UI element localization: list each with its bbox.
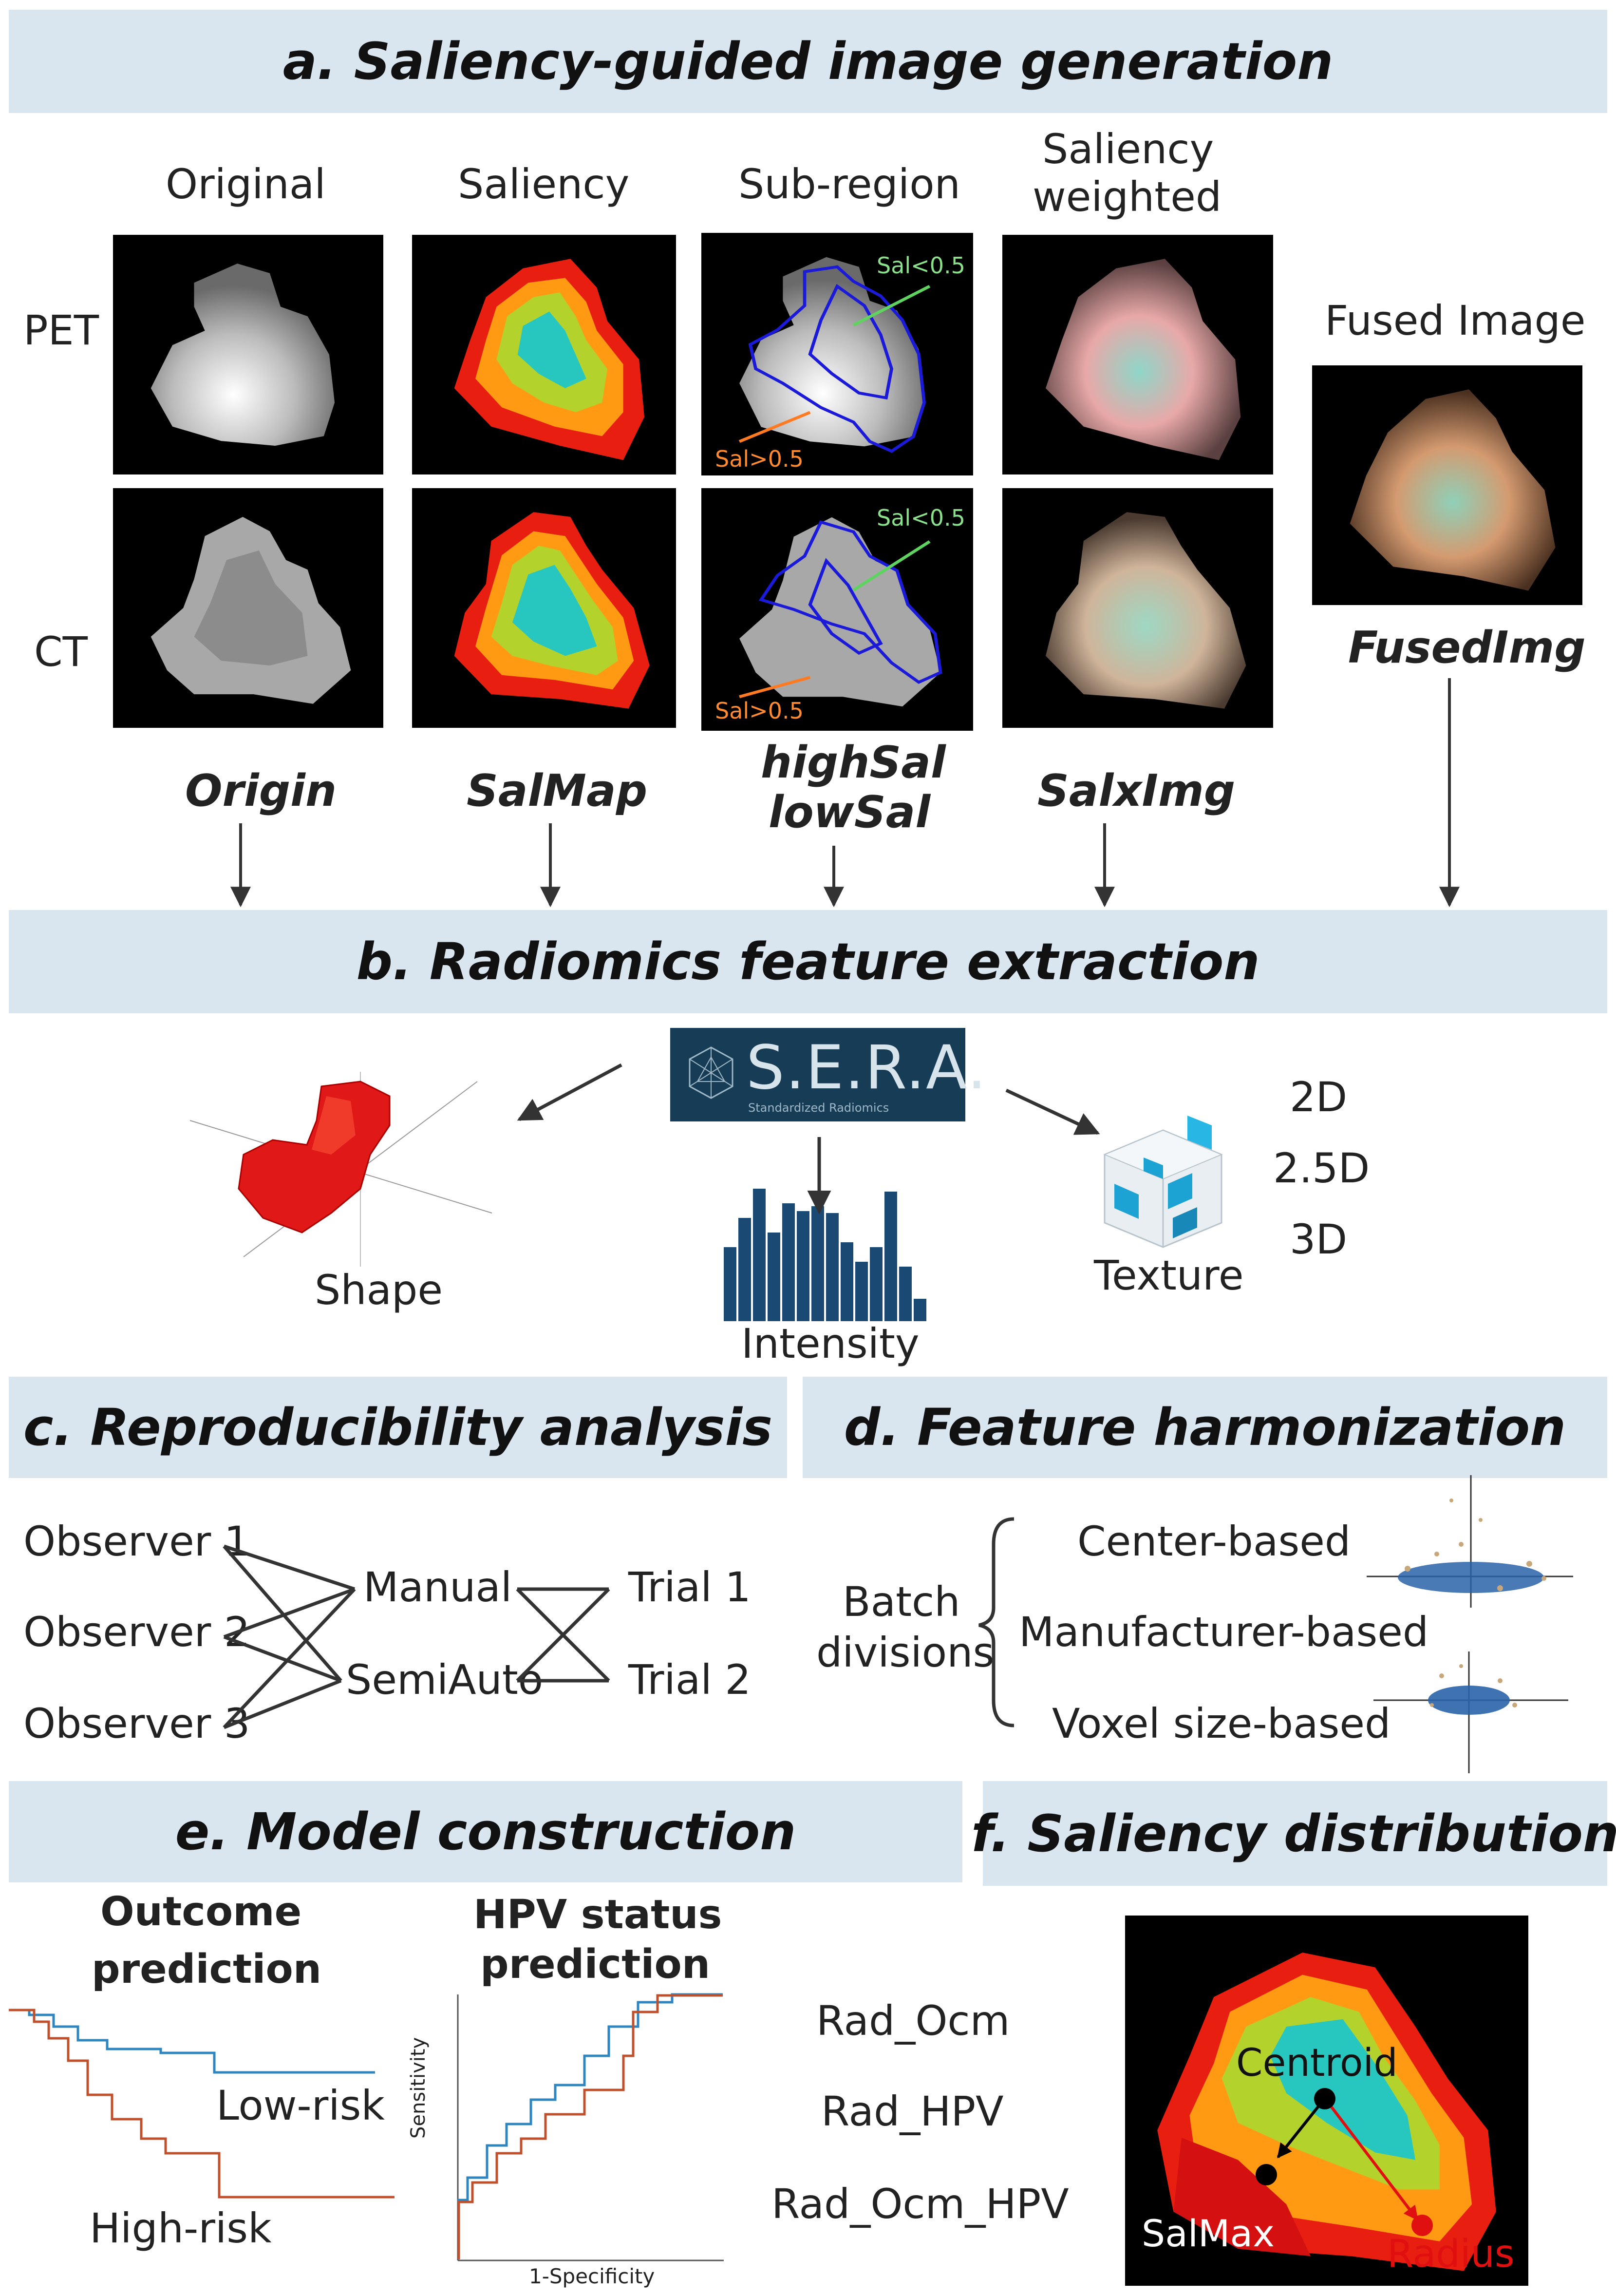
col-original: Original bbox=[166, 160, 326, 208]
pet-weighted-tile bbox=[1002, 235, 1273, 474]
panel-f-title: f. Saliency distribution bbox=[971, 1803, 1616, 1863]
pet-sal-low: Sal<0.5 bbox=[877, 252, 965, 279]
panel-a-title: a. Saliency-guided image generation bbox=[282, 32, 1334, 91]
ct-original-tile bbox=[113, 488, 383, 728]
col-saliency: Saliency bbox=[458, 160, 630, 208]
arrows-sera-outputs bbox=[517, 1063, 1100, 1214]
reproducibility-connectors bbox=[223, 1544, 610, 1729]
observer-3: Observer 3 bbox=[23, 1700, 250, 1747]
panel-d-header: d. Feature harmonization bbox=[803, 1377, 1607, 1478]
panel-b-header: b. Radiomics feature extraction bbox=[9, 910, 1607, 1013]
outcome-title-1: Outcome bbox=[100, 1889, 302, 1935]
sera-logo: S.E.R.A. Standardized Radiomics bbox=[670, 1028, 986, 1121]
output-fusedimg: FusedImg bbox=[1348, 622, 1586, 673]
pet-subregion-tile bbox=[701, 233, 973, 475]
model-rad-hpv: Rad_HPV bbox=[821, 2087, 1004, 2135]
division-voxel: Voxel size-based bbox=[1052, 1700, 1391, 1747]
output-salximg: SalxImg bbox=[1037, 765, 1236, 816]
pet-original-tile bbox=[113, 235, 383, 474]
ct-saliency-tile bbox=[412, 488, 676, 728]
row-ct: CT bbox=[34, 628, 88, 676]
panel-c-header: c. Reproducibility analysis bbox=[9, 1377, 787, 1478]
texture-cube-icon bbox=[1095, 1111, 1231, 1252]
trial-2: Trial 2 bbox=[628, 1656, 751, 1704]
panel-a-header: a. Saliency-guided image generation bbox=[9, 10, 1607, 113]
sera-logo-title: S.E.R.A. bbox=[746, 1033, 988, 1103]
division-manufacturer: Manufacturer-based bbox=[1019, 1608, 1429, 1656]
division-center: Center-based bbox=[1077, 1518, 1351, 1565]
panel-b-title: b. Radiomics feature extraction bbox=[356, 932, 1260, 991]
intensity-histogram bbox=[724, 1169, 928, 1321]
model-rad-ocm-hpv: Rad_Ocm_HPV bbox=[771, 2180, 1069, 2228]
batch-label-2: divisions bbox=[816, 1629, 995, 1676]
panel-e-title: e. Model construction bbox=[175, 1802, 796, 1861]
col-subregion: Sub-region bbox=[738, 160, 960, 208]
intensity-label: Intensity bbox=[741, 1320, 920, 1367]
output-salmap: SalMap bbox=[467, 765, 648, 816]
fused-image-tile bbox=[1312, 365, 1582, 605]
panel-f-header: f. Saliency distribution bbox=[971, 1781, 1616, 1886]
high-risk-label: High-risk bbox=[90, 2204, 272, 2252]
dim-2-5d: 2.5D bbox=[1273, 1144, 1370, 1192]
low-risk-label: Low-risk bbox=[216, 2082, 385, 2129]
salmax-label: SalMax bbox=[1142, 2212, 1275, 2255]
fused-image-title: Fused Image bbox=[1325, 297, 1586, 344]
panel-c-title: c. Reproducibility analysis bbox=[23, 1398, 773, 1457]
panel-d-title: d. Feature harmonization bbox=[844, 1398, 1566, 1457]
output-highsal: highSal bbox=[761, 737, 946, 788]
dim-2d: 2D bbox=[1290, 1073, 1348, 1121]
ct-sal-low: Sal<0.5 bbox=[877, 505, 965, 531]
harmonization-scatter-2 bbox=[1373, 1651, 1568, 1773]
output-lowsal: lowSal bbox=[769, 787, 931, 838]
mode-manual: Manual bbox=[363, 1563, 512, 1611]
row-pet: PET bbox=[23, 306, 99, 354]
shape-label: Shape bbox=[315, 1266, 443, 1314]
saliency-markers bbox=[1256, 2088, 1433, 2236]
texture-label: Texture bbox=[1094, 1252, 1244, 1299]
pet-sal-high: Sal>0.5 bbox=[715, 446, 804, 472]
roc-plot bbox=[457, 1993, 724, 2261]
batch-label-1: Batch bbox=[843, 1578, 960, 1626]
hpv-title-2: prediction bbox=[480, 1941, 711, 1988]
output-origin: Origin bbox=[185, 765, 337, 816]
dim-3d: 3D bbox=[1290, 1215, 1348, 1263]
pet-saliency-tile bbox=[412, 235, 676, 474]
panel-e-header: e. Model construction bbox=[9, 1781, 962, 1882]
trial-1: Trial 1 bbox=[628, 1563, 751, 1611]
hpv-title-1: HPV status bbox=[473, 1892, 722, 1938]
radius-label: Radius bbox=[1387, 2232, 1515, 2276]
arrows-to-extraction bbox=[230, 678, 1460, 908]
sera-logo-icon bbox=[689, 1046, 733, 1099]
harmonization-scatter-1 bbox=[1367, 1475, 1573, 1608]
batch-brace bbox=[978, 1517, 1015, 1727]
sera-logo-subtitle: Standardized Radiomics bbox=[748, 1101, 889, 1115]
mode-semiauto: SemiAuto bbox=[346, 1656, 544, 1704]
centroid-label: Centroid bbox=[1236, 2041, 1398, 2085]
observer-2: Observer 2 bbox=[23, 1608, 250, 1656]
km-curves bbox=[9, 2009, 395, 2199]
col-saliency-weighted-1: Saliency bbox=[1042, 125, 1214, 173]
roc-x-label: 1-Specificity bbox=[529, 2264, 655, 2288]
outcome-title-2: prediction bbox=[92, 1946, 322, 1992]
ct-subregion-tile bbox=[701, 488, 973, 731]
ct-sal-high: Sal>0.5 bbox=[715, 698, 804, 724]
model-rad-ocm: Rad_Ocm bbox=[816, 1997, 1010, 2045]
shape-3d-render bbox=[185, 1067, 497, 1271]
col-saliency-weighted-2: weighted bbox=[1033, 173, 1222, 221]
observer-1: Observer 1 bbox=[23, 1518, 250, 1565]
ct-weighted-tile bbox=[1002, 488, 1273, 728]
